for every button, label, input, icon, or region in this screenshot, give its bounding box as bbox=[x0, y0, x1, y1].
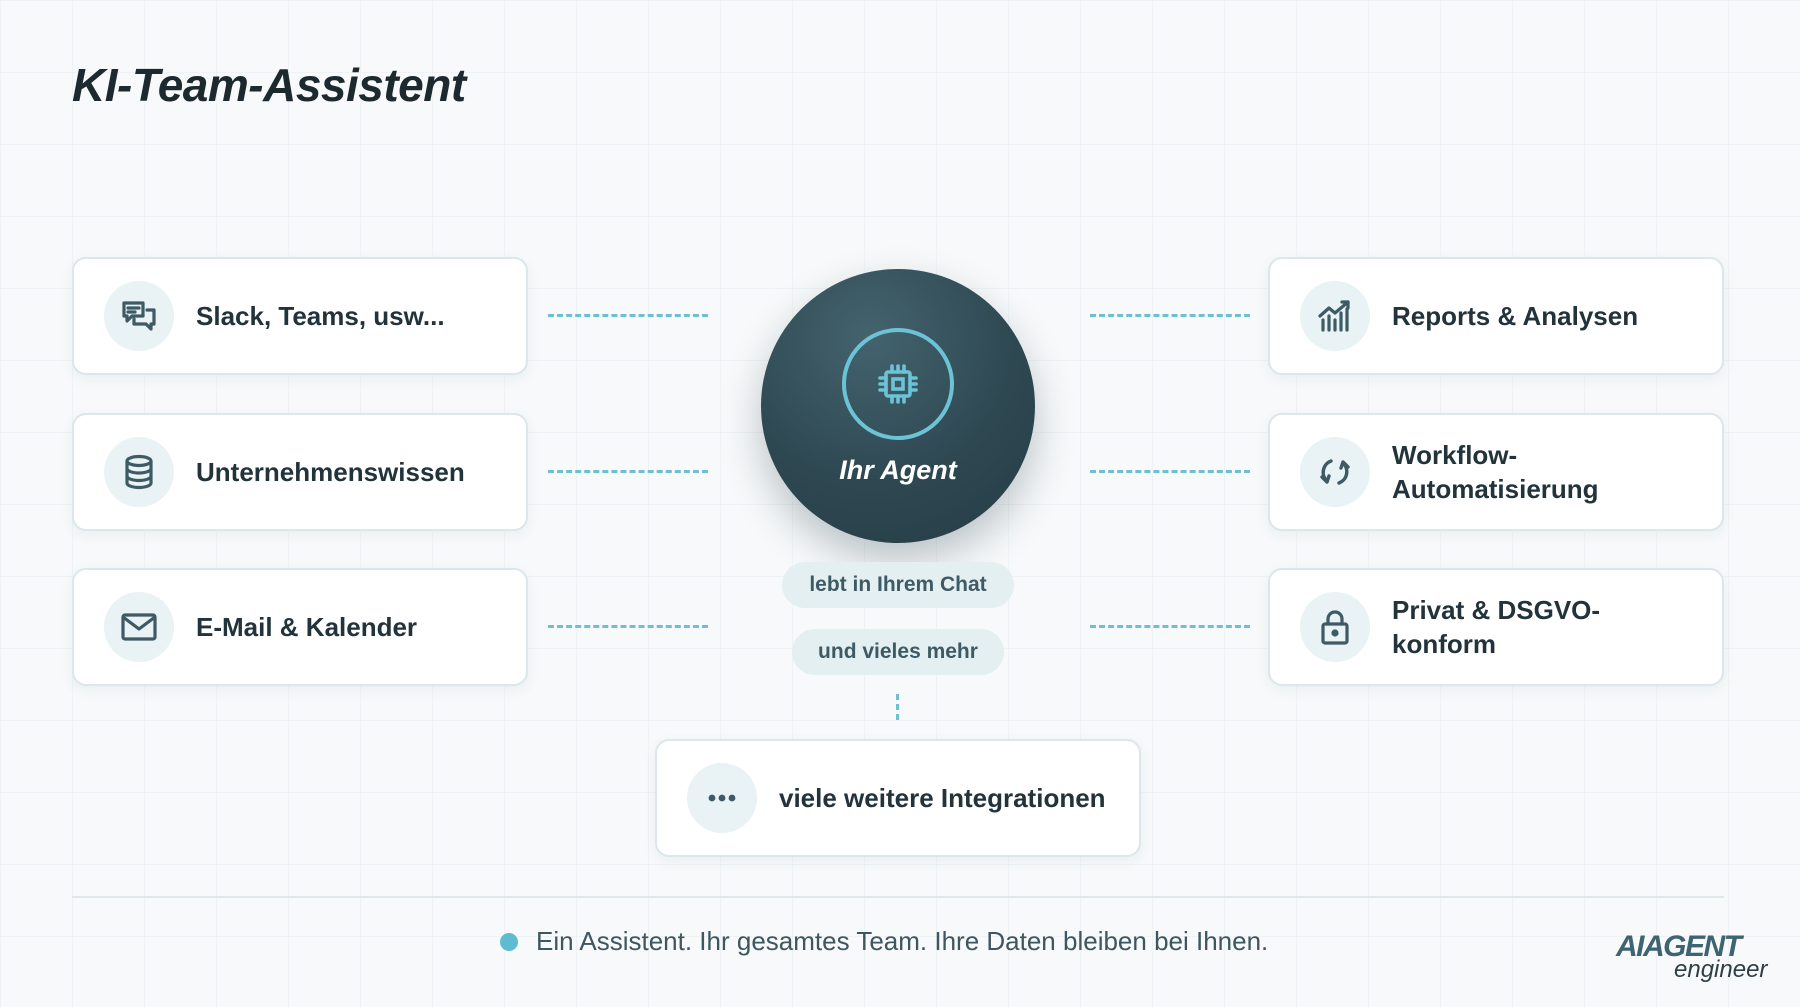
card-label: Reports & Analysen bbox=[1392, 301, 1639, 331]
card-integrations: viele weitere Integrationen bbox=[655, 739, 1141, 857]
connector-right-1 bbox=[1090, 314, 1250, 317]
card-label-line1: Privat & DSGVO- bbox=[1392, 595, 1601, 625]
lock-icon bbox=[1300, 592, 1370, 662]
footer-text: Ein Assistent. Ihr gesamtes Team. Ihre D… bbox=[536, 926, 1269, 956]
card-slack-teams: Slack, Teams, usw... bbox=[72, 257, 528, 375]
card-knowledge: Unternehmenswissen bbox=[72, 413, 528, 531]
logo-line2: engineer bbox=[1674, 956, 1768, 983]
agent-hub: Ihr Agent bbox=[761, 269, 1035, 543]
page-title: KI-Team-Assistent bbox=[72, 59, 466, 111]
card-label: Privat & DSGVO- konform bbox=[1392, 593, 1600, 661]
chat-icon bbox=[104, 281, 174, 351]
connector-left-3 bbox=[548, 625, 708, 628]
connector-right-3 bbox=[1090, 625, 1250, 628]
chart-icon bbox=[1300, 281, 1370, 351]
card-label: Unternehmenswissen bbox=[196, 457, 465, 487]
card-mail-calendar: E-Mail & Kalender bbox=[72, 568, 528, 686]
brand-logo: AIAGENT engineer bbox=[1616, 930, 1768, 984]
card-label-line2: Automatisierung bbox=[1392, 474, 1599, 504]
database-icon bbox=[104, 437, 174, 507]
card-label-line2: konform bbox=[1392, 629, 1496, 659]
refresh-icon bbox=[1300, 437, 1370, 507]
pill-chat: lebt in Ihrem Chat bbox=[782, 562, 1014, 608]
card-label: E-Mail & Kalender bbox=[196, 612, 418, 642]
footer: Ein Assistent. Ihr gesamtes Team. Ihre D… bbox=[500, 926, 1268, 957]
card-label: Slack, Teams, usw... bbox=[196, 301, 445, 331]
connector-left-2 bbox=[548, 470, 708, 473]
connector-bottom bbox=[896, 694, 899, 720]
pill-more: und vieles mehr bbox=[792, 629, 1004, 675]
card-reports: Reports & Analysen bbox=[1268, 257, 1724, 375]
connector-left-1 bbox=[548, 314, 708, 317]
logo-line1: AIAGENT bbox=[1616, 930, 1742, 963]
card-workflow: Workflow- Automatisierung bbox=[1268, 413, 1724, 531]
card-label-line1: Workflow- bbox=[1392, 440, 1518, 470]
mail-icon bbox=[104, 592, 174, 662]
hub-label: Ihr Agent bbox=[839, 455, 957, 485]
card-label: viele weitere Integrationen bbox=[779, 783, 1106, 813]
chip-icon bbox=[842, 328, 954, 440]
card-label: Workflow- Automatisierung bbox=[1392, 438, 1599, 506]
more-icon bbox=[687, 763, 757, 833]
connector-right-2 bbox=[1090, 470, 1250, 473]
divider bbox=[72, 896, 1724, 898]
bullet-dot bbox=[500, 932, 518, 951]
card-privacy: Privat & DSGVO- konform bbox=[1268, 568, 1724, 686]
